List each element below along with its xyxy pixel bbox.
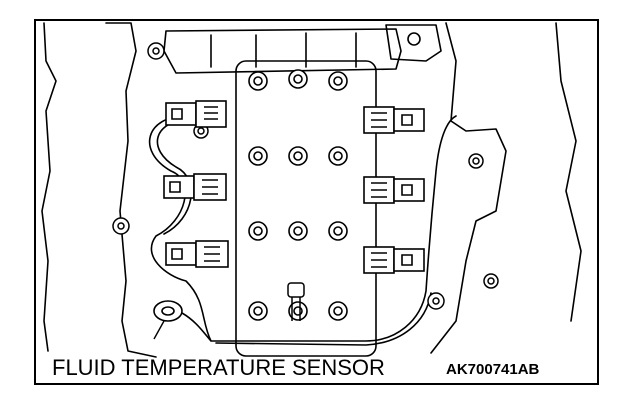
bolt-icon [328,301,348,321]
case-bolt-icon [112,217,130,235]
solenoid-connector-right-1 [363,106,425,134]
bolt-icon [288,69,308,89]
bolt-icon [248,146,268,166]
top-bracket [385,24,442,62]
valve-body-bolts [248,69,348,321]
figure-code: AK700741AB [446,361,540,378]
solenoid-connector-left-1 [165,100,227,128]
wire-harness [148,115,457,342]
bolt-icon [288,146,308,166]
transmission-valve-body-illustration [41,22,582,358]
bolt-icon [328,71,348,91]
sensor-connector [287,282,305,321]
bolt-icon [328,146,348,166]
case-right-wall [555,22,582,322]
case-bolt-icon [427,292,445,310]
solenoid-connector-left-3 [165,240,229,268]
solenoid-connector-right-3 [363,246,425,274]
bolt-icon [248,301,268,321]
top-manifold [163,28,402,74]
solenoid-connector-left-2 [163,173,227,201]
diagram-frame: FLUID TEMPERATURE SENSOR AK700741AB [34,19,599,385]
case-bolt-icon [147,42,165,60]
transmission-case-outline [105,22,507,358]
callout-leader-line [153,320,165,340]
callout-label: FLUID TEMPERATURE SENSOR [52,355,385,380]
solenoid-connector-right-2 [363,176,425,204]
bolt-icon [288,221,308,241]
case-bolt-icon [483,273,499,289]
fluid-temperature-sensor-icon [153,300,212,342]
case-left-wall [41,22,57,352]
valve-body-plate [235,60,377,357]
bolt-icon [328,221,348,241]
case-bolt-icon [468,153,484,169]
bolt-icon [248,71,268,91]
bolt-icon [248,221,268,241]
